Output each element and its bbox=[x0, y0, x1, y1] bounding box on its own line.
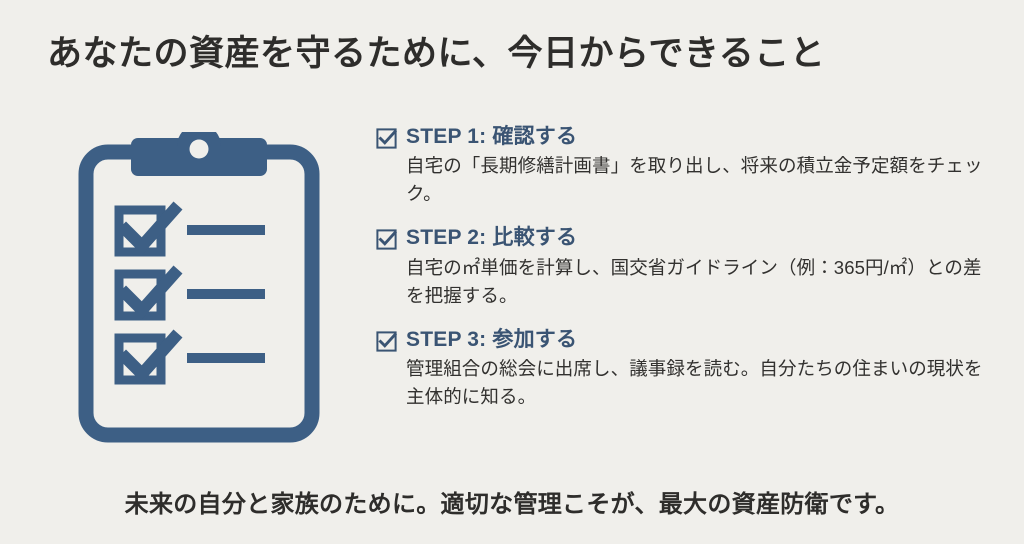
step-item-2: STEP 2: 比較する 自宅の㎡単価を計算し、国交省ガイドライン（例：365円… bbox=[376, 225, 992, 309]
step-description: 自宅の㎡単価を計算し、国交省ガイドライン（例：365円/㎡）との差を把握する。 bbox=[406, 256, 982, 306]
step-title: STEP 3: 参加する bbox=[406, 327, 578, 351]
step-title: STEP 2: 比較する bbox=[406, 226, 578, 250]
step-header: STEP 3: 参加する bbox=[376, 327, 992, 353]
clipboard-checklist-icon bbox=[74, 132, 324, 452]
step-description: 自宅の「長期修繕計画書」を取り出し、将来の積立金予定額をチェック。 bbox=[406, 155, 983, 205]
checked-checkbox-icon bbox=[376, 128, 397, 149]
checked-checkbox-icon bbox=[376, 229, 397, 251]
step-item-3: STEP 3: 参加する 管理組合の総会に出席し、議事録を読む。自分たちの住まい… bbox=[376, 327, 992, 411]
steps-list: STEP 1: 確認する 自宅の「長期修繕計画書」を取り出し、将来の積立金予定額… bbox=[376, 124, 992, 411]
footer-message: 未来の自分と家族のために。適切な管理こそが、最大の資産防衛です。 bbox=[124, 491, 900, 518]
step-header: STEP 2: 比較する bbox=[376, 225, 992, 251]
step-header: STEP 1: 確認する bbox=[376, 124, 992, 150]
step-description: 管理組合の総会に出席し、議事録を読む。自分たちの住まいの現状を主体的に知る。 bbox=[406, 358, 983, 408]
step-title: STEP 1: 確認する bbox=[406, 125, 578, 148]
checked-checkbox-icon bbox=[376, 331, 397, 352]
page-title: あなたの資産を守るために、今日からできること bbox=[47, 34, 826, 73]
step-item-1: STEP 1: 確認する 自宅の「長期修繕計画書」を取り出し、将来の積立金予定額… bbox=[376, 124, 992, 208]
